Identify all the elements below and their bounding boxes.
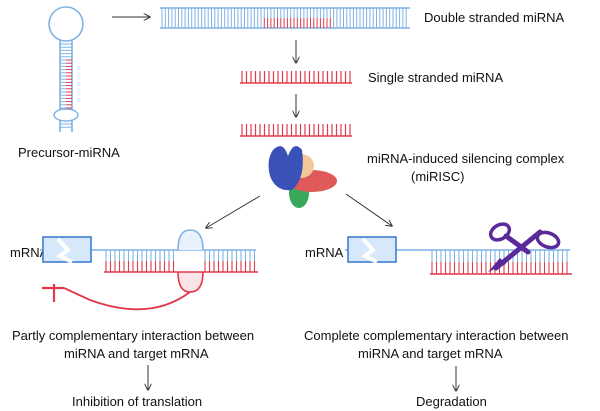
partial-interaction-illustration bbox=[40, 229, 258, 311]
arrow-to-partial bbox=[206, 195, 261, 228]
protein-blue bbox=[268, 146, 303, 191]
precursor-mirna-hairpin bbox=[48, 6, 84, 132]
single-stranded-label: Single stranded miRNA bbox=[368, 70, 503, 85]
double-stranded-label: Double stranded miRNA bbox=[424, 10, 565, 25]
partial-text-line2: miRNA and target mRNA bbox=[64, 346, 209, 361]
degradation-label: Degradation bbox=[416, 394, 487, 409]
partial-text-line1: Partly complementary interaction between bbox=[12, 328, 254, 343]
scissors-icon bbox=[488, 222, 561, 272]
mirisc-label-line1: miRNA-induced silencing complex bbox=[367, 151, 565, 166]
arrow-to-complete bbox=[345, 193, 392, 226]
loaded-mirna-strand bbox=[240, 124, 352, 137]
complete-interaction-illustration bbox=[345, 222, 572, 275]
mirisc-protein-complex bbox=[268, 146, 337, 208]
mrna-right-label: mRNA bbox=[305, 245, 344, 260]
inhibition-label: Inhibition of translation bbox=[72, 394, 202, 409]
mrna-left-label: mRNA bbox=[10, 245, 49, 260]
double-stranded-mirna bbox=[160, 7, 410, 29]
complete-text-line2: miRNA and target mRNA bbox=[358, 346, 503, 361]
precursor-label: Precursor-miRNA bbox=[18, 145, 120, 160]
complete-text-line1: Complete complementary interaction betwe… bbox=[304, 328, 568, 343]
single-stranded-mirna bbox=[240, 71, 352, 84]
mirisc-label-line2: (miRISC) bbox=[411, 169, 464, 184]
